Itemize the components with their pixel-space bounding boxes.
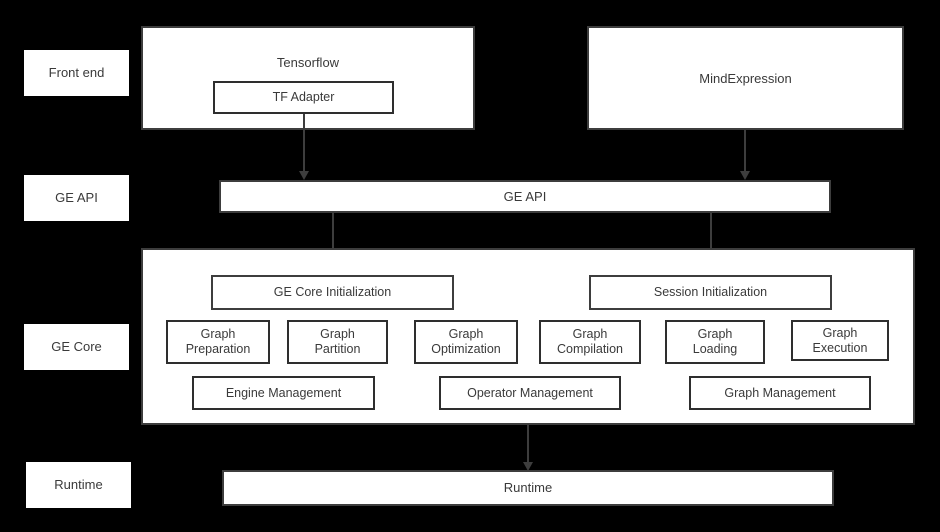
tensorflow-title: Tensorflow [276, 55, 340, 70]
management-graph[interactable]: Graph Management [689, 376, 871, 410]
ge-api-left-connector [332, 213, 334, 248]
module-graph-loading[interactable]: Graph Loading [665, 320, 765, 364]
mindexpression-title: MindExpression [699, 71, 792, 86]
module-graph-preparation[interactable]: Graph Preparation [166, 320, 270, 364]
layer-label-ge-api: GE API [24, 175, 129, 221]
layer-label-ge-core: GE Core [24, 324, 129, 370]
tensorflow-container [141, 26, 475, 130]
arrow-ge-core-to-runtime [523, 425, 533, 471]
layer-label-front-end: Front end [24, 50, 129, 96]
arrow-tf-adapter-to-ge-api [299, 130, 309, 180]
management-engine[interactable]: Engine Management [192, 376, 375, 410]
module-graph-compilation[interactable]: Graph Compilation [539, 320, 641, 364]
layer-label-runtime: Runtime [26, 462, 131, 508]
tf-adapter-connector-segment [303, 114, 305, 130]
runtime-bar[interactable]: Runtime [222, 470, 834, 506]
arrow-mindexpression-to-ge-api [740, 130, 750, 180]
module-graph-partition[interactable]: Graph Partition [287, 320, 388, 364]
session-initialization-box[interactable]: Session Initialization [589, 275, 832, 310]
ge-api-bar[interactable]: GE API [219, 180, 831, 213]
ge-api-right-connector [710, 213, 712, 248]
management-operator[interactable]: Operator Management [439, 376, 621, 410]
module-graph-optimization[interactable]: Graph Optimization [414, 320, 518, 364]
tf-adapter-box[interactable]: TF Adapter [213, 81, 394, 114]
module-graph-execution[interactable]: Graph Execution [791, 320, 889, 361]
ge-core-initialization-box[interactable]: GE Core Initialization [211, 275, 454, 310]
mindexpression-container [587, 26, 904, 130]
